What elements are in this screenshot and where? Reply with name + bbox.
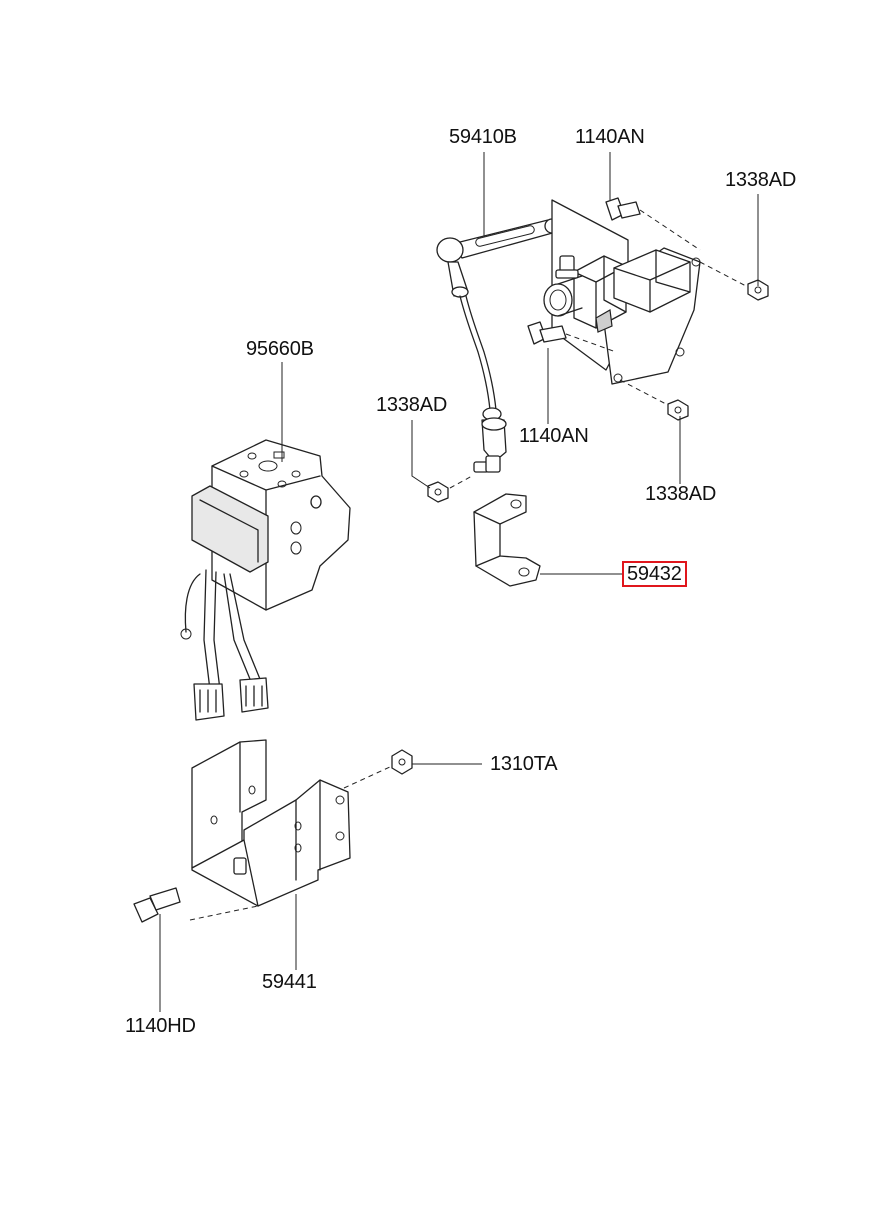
- callout-1140an-mid[interactable]: 1140AN: [519, 425, 589, 447]
- callout-1140an-top[interactable]: 1140AN: [575, 126, 645, 148]
- bracket-59432: [473, 493, 541, 587]
- abs-modulator: [180, 439, 351, 721]
- bolt-1140an-mid: [527, 321, 617, 353]
- callout-1140hd[interactable]: 1140HD: [125, 1015, 196, 1037]
- nut-1338ad-bottomright: [619, 379, 689, 421]
- leader-lines: [159, 152, 759, 1012]
- valve-assembly: [543, 199, 701, 385]
- nut-1310ta: [391, 749, 413, 775]
- callout-1338ad-left[interactable]: 1338AD: [376, 394, 448, 416]
- callout-1310ta[interactable]: 1310TA: [490, 753, 558, 775]
- callout-95660b[interactable]: 95660B: [246, 338, 314, 360]
- callout-1338ad-bottomright[interactable]: 1338AD: [645, 483, 717, 505]
- callout-59432-highlighted[interactable]: 59432: [622, 561, 687, 587]
- callout-1338ad-topright[interactable]: 1338AD: [725, 169, 797, 191]
- sensor-link-rod: [436, 218, 560, 473]
- bolt-1140hd: [133, 887, 181, 923]
- callout-59410b[interactable]: 59410B: [449, 126, 517, 148]
- callout-59441[interactable]: 59441: [262, 971, 317, 993]
- nut-1338ad-left: [427, 475, 473, 503]
- bolt-1140an-top: [605, 197, 701, 251]
- mounting-bracket-59441: [189, 739, 393, 921]
